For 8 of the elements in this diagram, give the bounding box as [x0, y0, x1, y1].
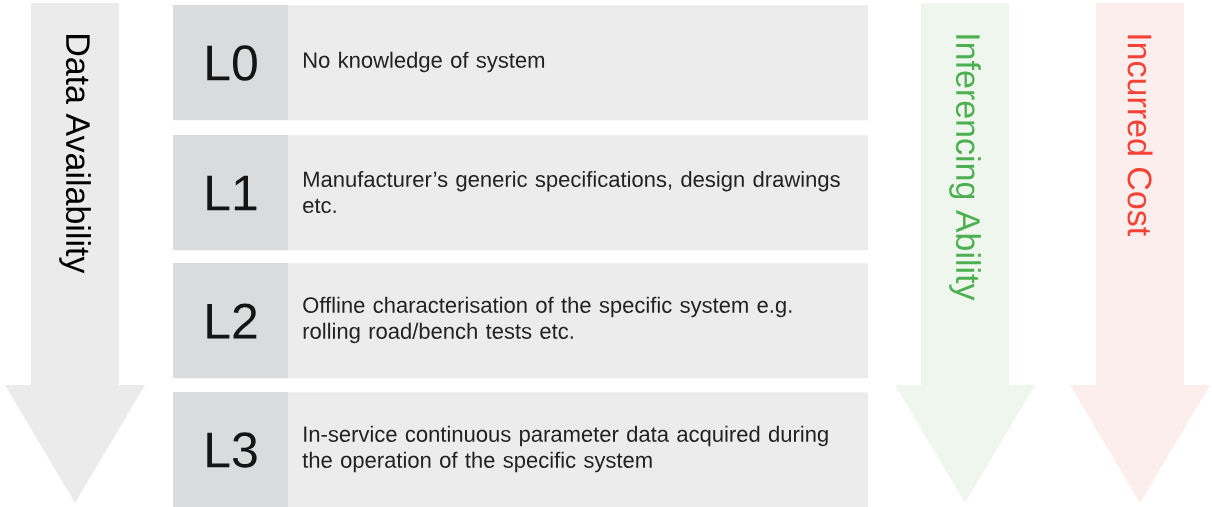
level-label: L3: [207, 432, 257, 468]
level-description: No knowledge of system: [304, 51, 545, 73]
level-label: L0: [207, 45, 257, 81]
level-description: Offline characterisation of the specific system e.g. rolling road/bench tests etc.: [303, 296, 792, 344]
level-description: In-service continuous parameter data acquired during the operation of the specific system: [302, 425, 828, 473]
level-label: L2: [207, 303, 257, 339]
level-description: Manufacturer’s generic specifications, design drawings etc.: [303, 170, 840, 214]
level-label: L1: [207, 175, 257, 211]
